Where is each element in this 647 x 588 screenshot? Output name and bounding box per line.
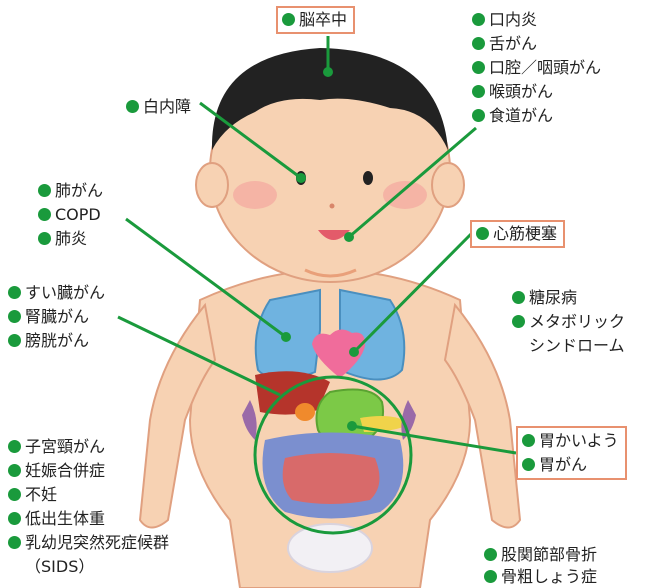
label-stomach-ulcer: 胃かいよう — [522, 429, 619, 453]
right-ear — [432, 163, 464, 207]
label-low-birth-weight: 低出生体重 — [8, 508, 105, 530]
bullet-dot — [472, 61, 485, 74]
bullet-dot — [522, 458, 535, 471]
label-myocardial-infarction: 心筋梗塞 — [470, 220, 565, 248]
bullet-dot — [484, 570, 497, 583]
label-copd: COPD — [38, 204, 101, 226]
left-cheek — [233, 181, 277, 209]
left-ear — [196, 163, 228, 207]
bullet-dot — [8, 488, 21, 501]
right-cheek — [383, 181, 427, 209]
label-tongue-cancer: 舌がん — [472, 33, 537, 55]
bullet-dot — [8, 334, 21, 347]
bladder — [288, 524, 372, 572]
bullet-dot — [522, 434, 535, 447]
label-bladder-cancer: 膀胱がん — [8, 330, 89, 352]
label-metabolic-syndrome: メタボリック — [512, 311, 625, 333]
label-lung-cancer: 肺がん — [38, 180, 103, 202]
bullet-dot — [8, 536, 21, 549]
bullet-dot — [512, 315, 525, 328]
bullet-dot — [476, 227, 489, 240]
label-pancreas-cancer: すい臓がん — [8, 282, 105, 304]
label-cervical-cancer: 子宮頸がん — [8, 436, 105, 458]
label-hip-fracture: 股関節部骨折 — [484, 544, 597, 566]
bullet-dot — [126, 100, 139, 113]
label-pneumonia: 肺炎 — [38, 228, 87, 250]
label-stroke: 脳卒中 — [276, 6, 355, 34]
nose — [330, 204, 335, 209]
bullet-dot — [282, 13, 295, 26]
bullet-dot — [484, 548, 497, 561]
bullet-dot — [8, 440, 21, 453]
bullet-dot — [8, 512, 21, 525]
bullet-dot — [512, 291, 525, 304]
bullet-dot — [472, 85, 485, 98]
bullet-dot — [8, 310, 21, 323]
label-stomach-cancer: 胃がん — [522, 453, 619, 477]
bullet-dot — [472, 37, 485, 50]
label-esophagus-cancer: 食道がん — [472, 105, 553, 127]
label-pregnancy-complications: 妊娠合併症 — [8, 460, 105, 482]
label-sids: 乳幼児突然死症候群 — [8, 532, 169, 554]
bullet-dot — [38, 208, 51, 221]
label-oral-pharyngeal-cancer: 口腔／咽頭がん — [472, 57, 601, 79]
bullet-dot — [472, 109, 485, 122]
label-sids-abbr: （SIDS） — [8, 556, 94, 578]
gallbladder — [295, 403, 315, 421]
bullet-dot — [8, 464, 21, 477]
bullet-dot — [38, 184, 51, 197]
label-metabolic-syndrome-cont: シンドローム — [512, 335, 625, 357]
label-osteoporosis: 骨粗しょう症 — [484, 566, 597, 588]
label-diabetes: 糖尿病 — [512, 287, 577, 309]
label-oral-ulcer: 口内炎 — [472, 9, 537, 31]
label-infertility: 不妊 — [8, 484, 57, 506]
label-stomach-group: 胃かいよう 胃がん — [516, 426, 627, 480]
bullet-dot — [472, 13, 485, 26]
bullet-dot — [38, 232, 51, 245]
bullet-dot — [8, 286, 21, 299]
label-larynx-cancer: 喉頭がん — [472, 81, 553, 103]
label-kidney-cancer: 腎臓がん — [8, 306, 89, 328]
label-cataract: 白内障 — [126, 96, 191, 118]
large-intestine — [283, 453, 380, 504]
right-eye — [363, 171, 373, 185]
